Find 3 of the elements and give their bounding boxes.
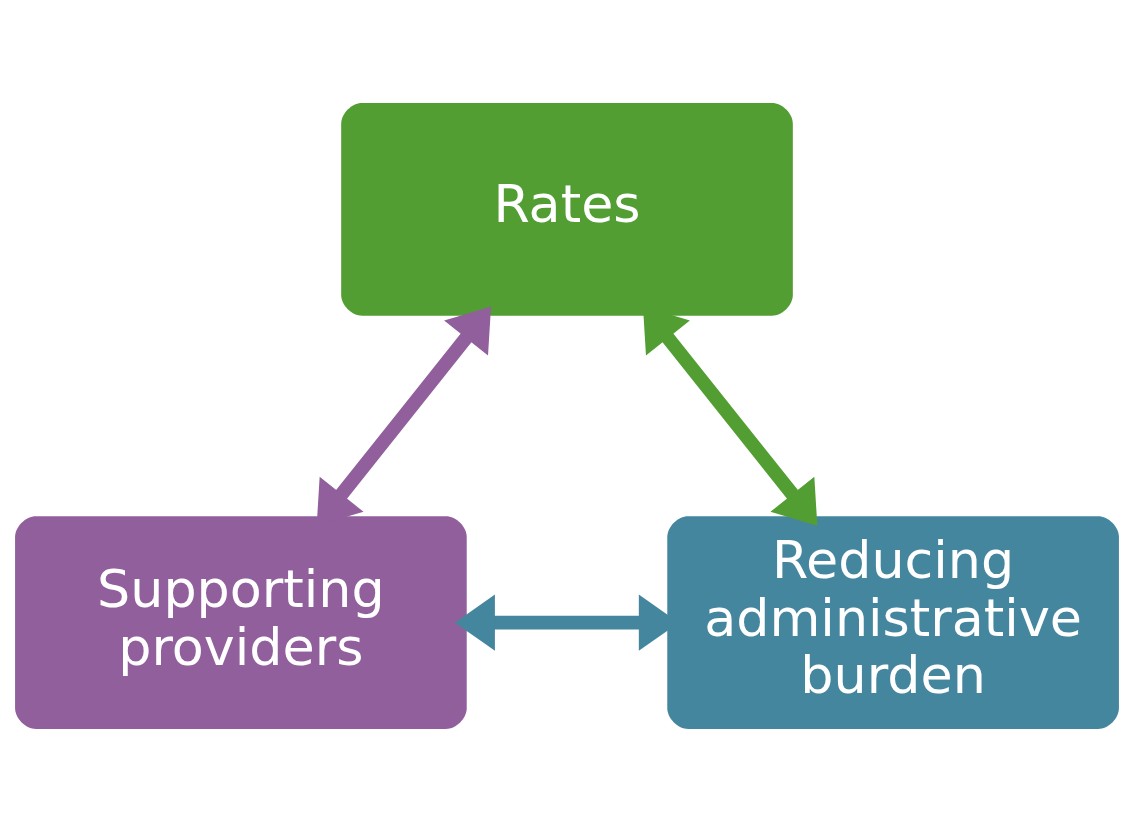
node-box: Rates	[341, 103, 793, 316]
node-box: Reducing administrative burden	[667, 516, 1119, 729]
node-box: Supporting providers	[15, 516, 467, 729]
